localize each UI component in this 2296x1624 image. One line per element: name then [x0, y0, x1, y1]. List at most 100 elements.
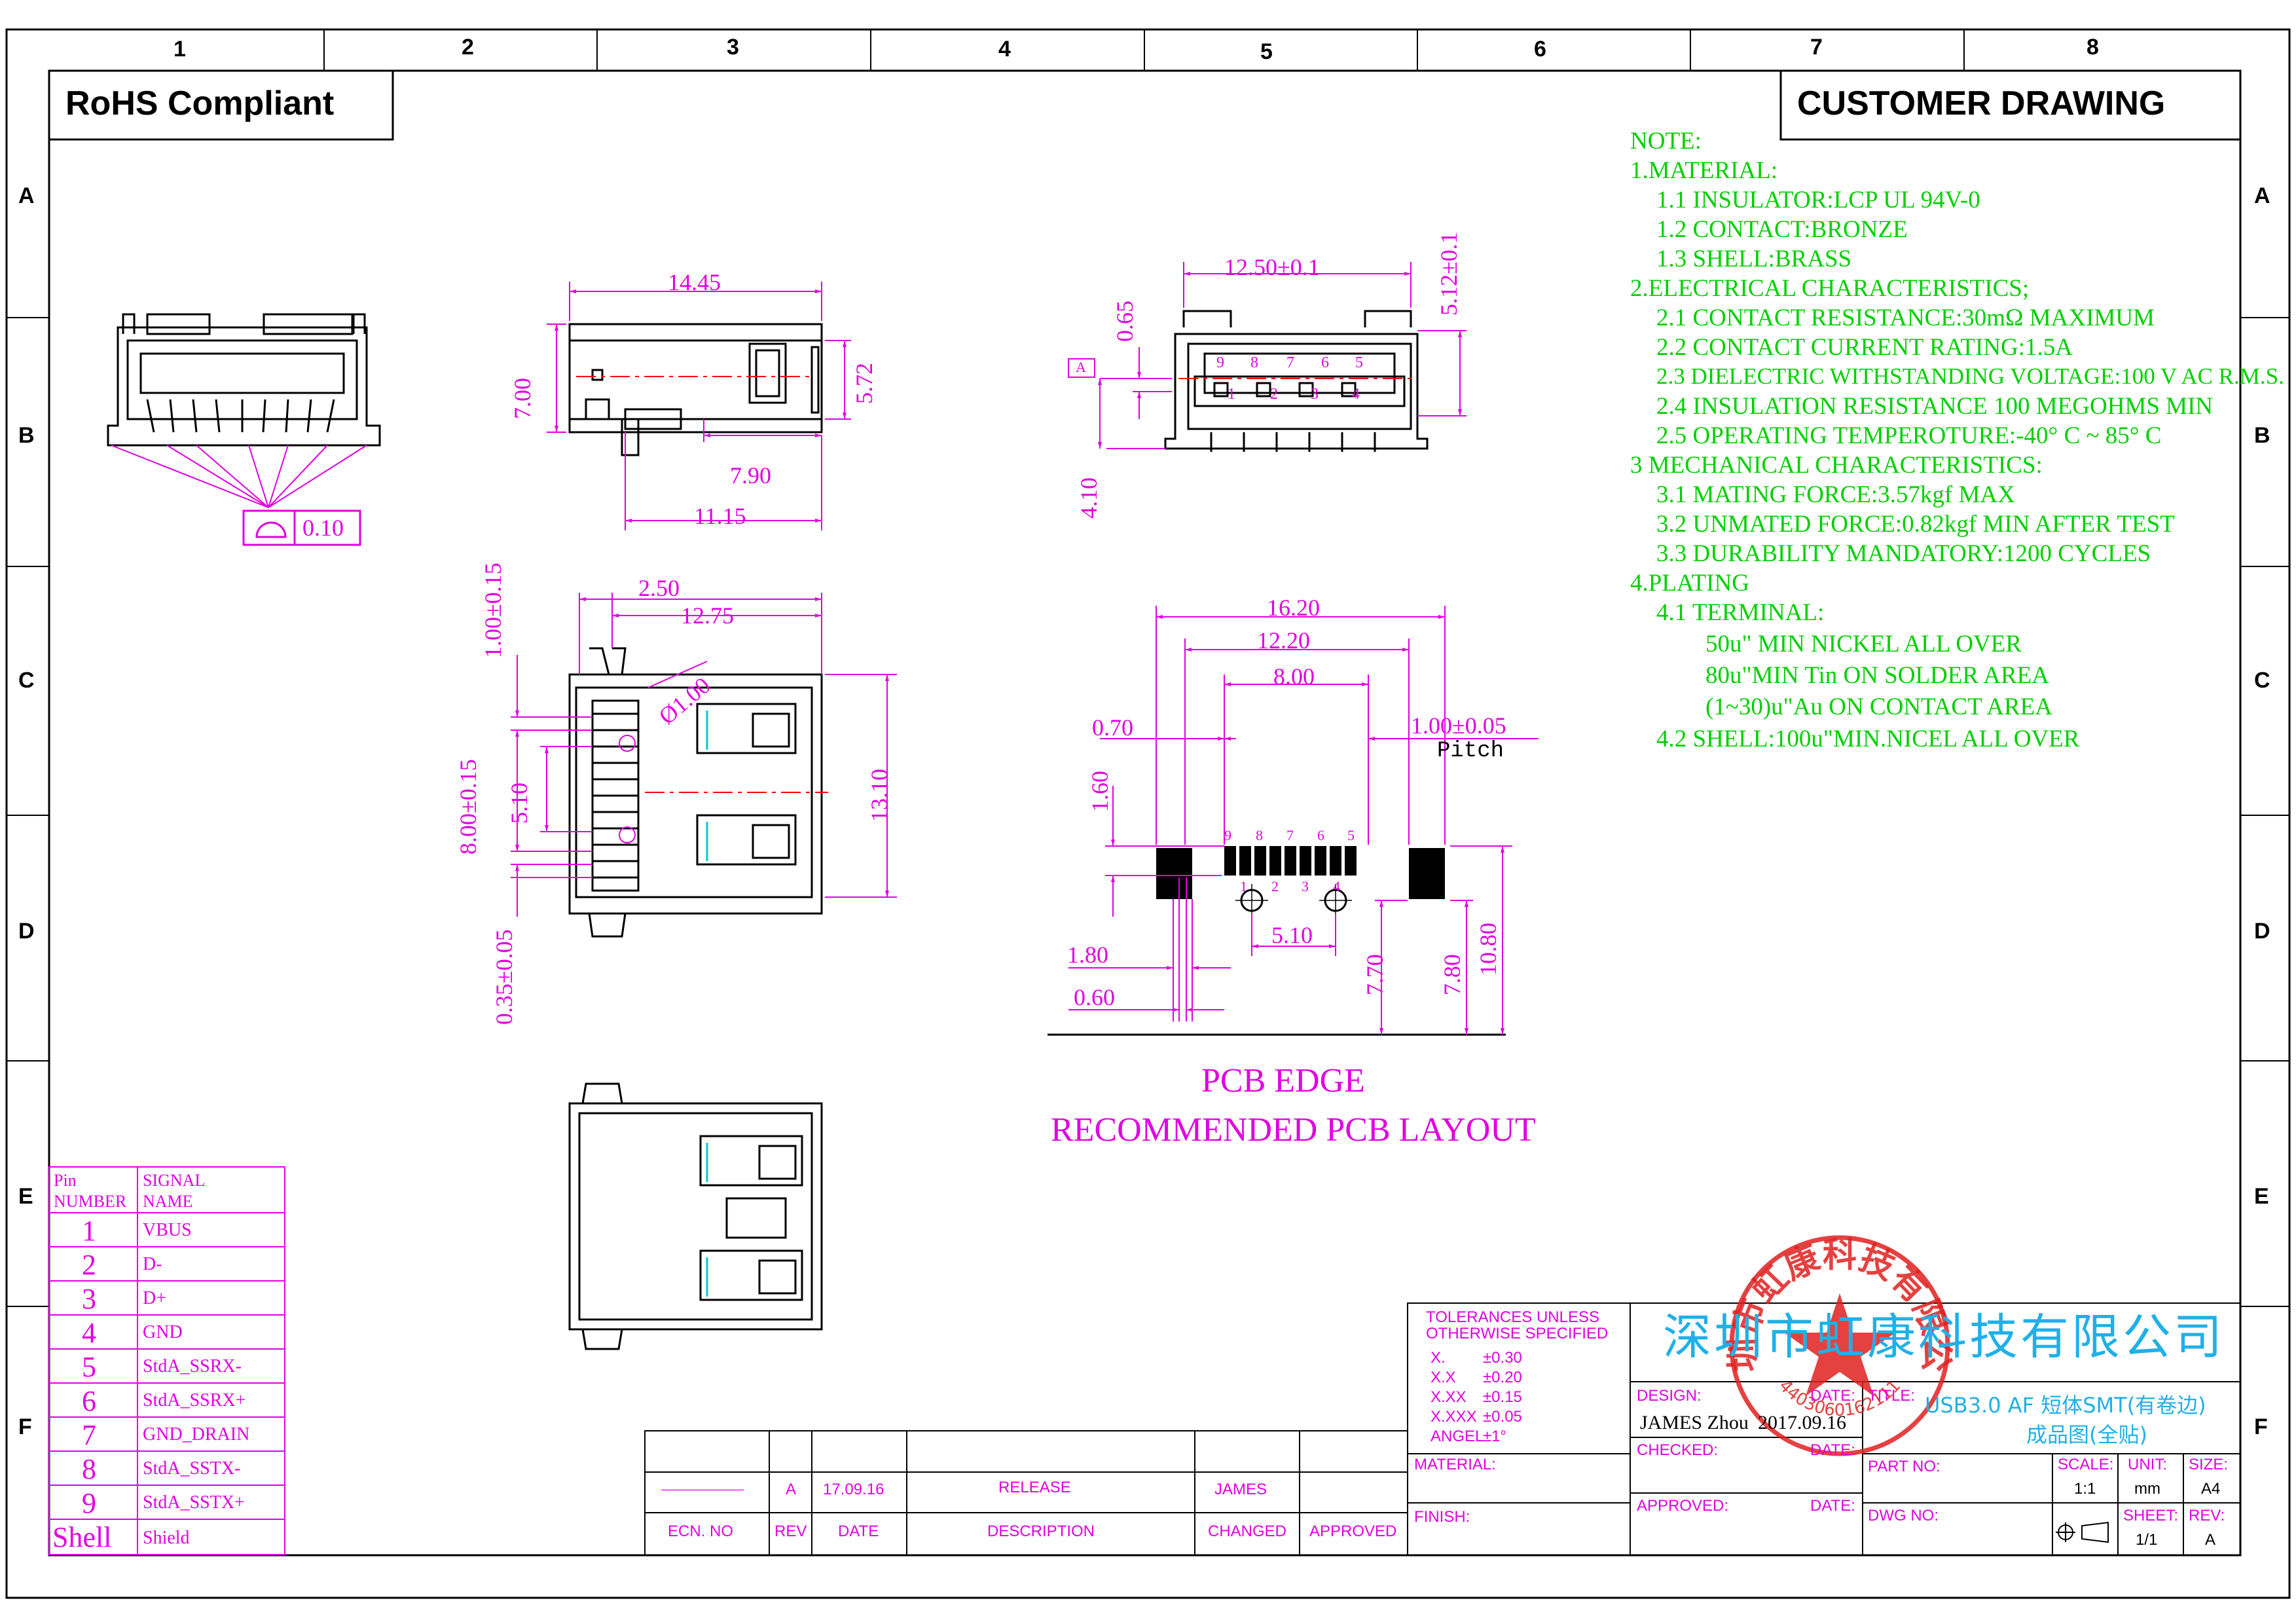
drawing-title-1: USB3.0 AF 短体SMT(有卷边) [1925, 1393, 2206, 1418]
dim-16-20: 16.20 [1267, 595, 1320, 621]
col-label-2: 2 [462, 35, 474, 60]
note-line: NOTE: [1630, 128, 1702, 155]
design-date: 2017.09.16 [1758, 1412, 1846, 1433]
tol-value: ±0.15 [1483, 1388, 1522, 1406]
bottom-view [568, 1082, 823, 1350]
pin-number: 5 [82, 1351, 96, 1383]
row-label-e-right: E [2254, 1184, 2269, 1209]
stamp-star [1784, 1293, 1895, 1396]
rev-value-block: A [2205, 1531, 2216, 1549]
note-line: 2.4 INSULATION RESISTANCE 100 MEGOHMS MI… [1656, 393, 2214, 420]
rev-header-rev: REV [774, 1522, 807, 1540]
note-line: 1.2 CONTACT:BRONZE [1656, 216, 1908, 243]
pcb-pin-bottom: 2 [1271, 878, 1279, 895]
pin-signal: VBUS [143, 1220, 192, 1240]
dim-0-70: 0.70 [1092, 714, 1133, 741]
receptacle-pin-top: 9 [1216, 354, 1224, 371]
row-label-b-left: B [18, 423, 35, 448]
row-label-f-right: F [2254, 1414, 2268, 1439]
front-view-detail [1164, 310, 1429, 452]
title-label: TITLE: [1868, 1387, 1916, 1405]
dim-1-80: 1.80 [1067, 942, 1108, 968]
rev-changed: JAMES [1214, 1481, 1267, 1498]
side-view [568, 323, 823, 456]
receptacle-pin-bottom: 4 [1352, 386, 1360, 403]
tol-key: X.XXX [1430, 1408, 1477, 1426]
tol-title: TOLERANCES UNLESS [1426, 1308, 1599, 1326]
rev-label: REV: [2189, 1507, 2225, 1524]
pin-signal: GND_DRAIN [143, 1424, 250, 1445]
pin-number: 2 [82, 1249, 96, 1281]
design-label: DESIGN: [1637, 1387, 1702, 1405]
receptacle-pin-top: 5 [1355, 354, 1363, 371]
pin-signal: StdA_SSRX+ [143, 1390, 246, 1411]
row-label-d-right: D [2254, 919, 2270, 944]
dim-0-35: 0.35±0.05 [491, 929, 517, 1025]
dim-4-10: 4.10 [1076, 477, 1102, 519]
top-view-holes [619, 735, 636, 843]
checked-date-label: DATE: [1810, 1441, 1855, 1459]
pin-number: Shell [52, 1521, 112, 1553]
drawing-title-2: 成品图(全贴) [2026, 1422, 2147, 1447]
sheet-value: 1/1 [2136, 1531, 2158, 1549]
part-no-label: PART NO: [1868, 1458, 1941, 1475]
dim-1-60: 1.60 [1087, 771, 1113, 812]
dim-5-10-h: 5.10 [1271, 922, 1313, 948]
pin-number: 9 [82, 1487, 96, 1519]
company-stamp [1729, 1235, 1950, 1456]
unit-label: UNIT: [2128, 1456, 2167, 1473]
note-line: 3.3 DURABILITY MANDATORY:1200 CYCLES [1656, 540, 2151, 567]
note-line: 1.3 SHELL:BRASS [1656, 246, 1852, 272]
note-line: 4.1 TERMINAL: [1656, 599, 1825, 626]
scale-label: SCALE: [2058, 1456, 2114, 1473]
note-line: 4.2 SHELL:100u"MIN.NICEL ALL OVER [1656, 726, 2080, 752]
front-view-small [107, 313, 381, 447]
dim-0-60: 0.60 [1074, 984, 1115, 1010]
title-block-grid [1407, 1302, 2241, 1556]
pin-table-grid [48, 1166, 285, 1555]
dim-8-00: 8.00 [1273, 663, 1315, 690]
pcb-layout-caption: RECOMMENDED PCB LAYOUT [1051, 1111, 1536, 1149]
pin-signal: StdA_SSTX+ [143, 1492, 245, 1513]
pin-number: 8 [82, 1453, 96, 1485]
tol-key: X.XX [1430, 1388, 1467, 1406]
dim-5-12: 5.12±0.1 [1436, 232, 1462, 316]
pcb-pin-bottom: 3 [1302, 878, 1309, 895]
dim-0-65: 0.65 [1112, 301, 1138, 342]
dim-7-90: 7.90 [730, 462, 771, 489]
revision-table-grid [644, 1430, 1408, 1556]
dim-7-80: 7.80 [1439, 954, 1465, 995]
rev-header-description: DESCRIPTION [987, 1522, 1095, 1540]
note-line: 2.5 OPERATING TEMPEROTURE:-40° C ~ 85° C [1656, 422, 2162, 449]
size-value: A4 [2201, 1480, 2221, 1498]
dimension-lines [511, 262, 1539, 1035]
tol-title: OTHERWISE SPECIFIED [1426, 1325, 1609, 1342]
col-label-4: 4 [998, 37, 1011, 62]
pcb-pin-top: 7 [1286, 827, 1294, 843]
flatness-leaders [111, 445, 367, 508]
pcb-pin-bottom: 1 [1240, 878, 1247, 895]
rev-header-date: DATE [838, 1522, 879, 1540]
pin-table-head-pin: Pin [54, 1171, 77, 1190]
pin-signal: GND [143, 1322, 183, 1342]
note-line: 1.MATERIAL: [1630, 157, 1778, 184]
dim-10-80: 10.80 [1475, 923, 1501, 976]
row-label-c-right: C [2254, 668, 2270, 693]
tol-value: ±0.30 [1483, 1349, 1522, 1367]
tol-value: ±1° [1483, 1428, 1507, 1445]
pin-signal: StdA_SSTX- [143, 1458, 241, 1479]
dim-12-50: 12.50±0.1 [1224, 254, 1320, 280]
pin-table-head-pin: NUMBER [54, 1192, 127, 1211]
pitch-label: Pitch [1437, 739, 1504, 764]
designer-name: JAMES Zhou [1640, 1412, 1749, 1433]
flatness-frame [242, 509, 361, 546]
flatness-value: 0.10 [302, 515, 344, 541]
dim-12-20: 12.20 [1257, 627, 1310, 654]
pcb-pin-top: 5 [1347, 827, 1355, 843]
scale-value: 1:1 [2074, 1480, 2096, 1498]
dim-11-15: 11.15 [694, 503, 746, 529]
receptacle-pin-bottom: 1 [1228, 386, 1235, 403]
dim-1-00-005: 1.00±0.05 [1411, 712, 1506, 739]
tol-value: ±0.20 [1483, 1369, 1522, 1386]
pcb-pads [1156, 846, 1445, 899]
